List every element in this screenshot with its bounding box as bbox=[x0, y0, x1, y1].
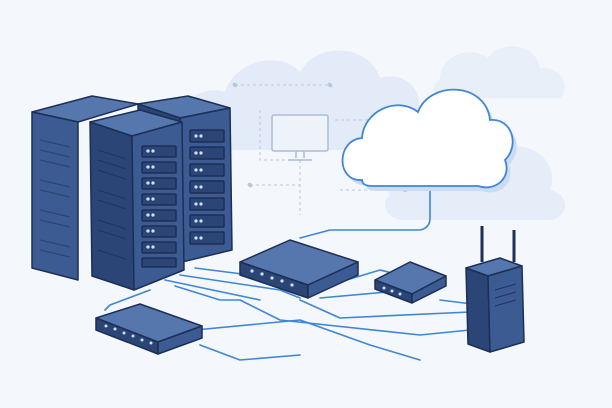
server-rack-front bbox=[89, 109, 185, 291]
router bbox=[374, 261, 447, 304]
network-switch bbox=[239, 239, 359, 299]
network-hub bbox=[95, 303, 203, 355]
wireless-access-point bbox=[465, 226, 525, 353]
cloud-icon bbox=[341, 88, 517, 193]
server-rack-back bbox=[31, 95, 139, 281]
monitor-icon bbox=[271, 114, 329, 161]
